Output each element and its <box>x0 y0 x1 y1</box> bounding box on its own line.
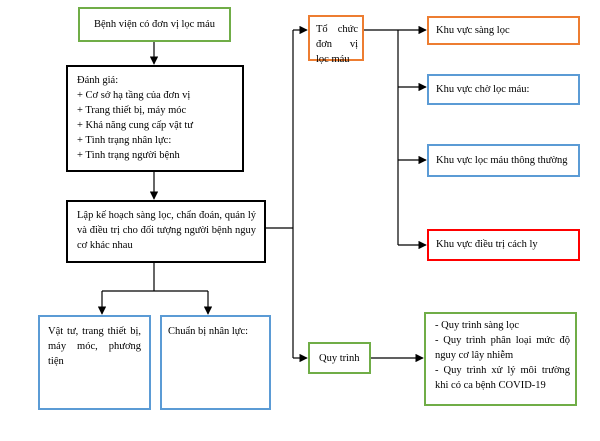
node-organization: Tổ chức đơn vị lọc máu <box>308 15 364 65</box>
node-planning-label: Lập kế hoạch sàng lọc, chẩn đoán, quản l… <box>77 210 256 251</box>
node-procedures-label: Quy trình <box>319 353 360 364</box>
node-hospital: Bệnh viện có đơn vị lọc máu <box>78 7 231 42</box>
node-staffing-label: Chuẩn bị nhân lực: <box>168 326 249 337</box>
zone-screening-label: Khu vực sàng lọc <box>436 25 510 36</box>
node-procedure-list: - Quy trình sàng lọc - Quy trình phân lo… <box>424 312 577 406</box>
assessment-item: + Tình trạng nhân lực: <box>77 135 172 146</box>
procedure-item: - Quy trình sàng lọc <box>435 320 519 331</box>
assessment-item: + Cơ sở hạ tầng của đơn vị <box>77 90 191 101</box>
node-planning: Lập kế hoạch sàng lọc, chẩn đoán, quản l… <box>66 200 266 263</box>
assessment-item: + Trang thiết bị, máy móc <box>77 105 187 116</box>
node-organization-label: Tổ chức đơn vị lọc máu <box>316 24 358 65</box>
node-supplies-label: Vật tư, trang thiết bị, máy móc, phương … <box>48 326 141 367</box>
node-procedures: Quy trình <box>308 342 371 374</box>
procedure-item: - Quy trình xử lý môi trường khi có ca b… <box>435 365 570 391</box>
node-staffing: Chuẩn bị nhân lực: <box>160 315 271 410</box>
node-assessment: Đánh giá: + Cơ sở hạ tầng của đơn vị + T… <box>66 65 244 172</box>
node-zone-waiting: Khu vực chờ lọc máu: <box>427 74 580 105</box>
assessment-item: + Tình trạng người bệnh <box>77 150 180 161</box>
assessment-item: + Khả năng cung cấp vật tư <box>77 120 193 131</box>
zone-isolation-label: Khu vực điều trị cách ly <box>436 239 538 250</box>
zone-normal-label: Khu vực lọc máu thông thường <box>436 155 568 166</box>
node-zone-normal: Khu vực lọc máu thông thường <box>427 144 580 177</box>
node-zone-screening: Khu vực sàng lọc <box>427 16 580 45</box>
node-hospital-label: Bệnh viện có đơn vị lọc máu <box>93 19 216 30</box>
assessment-title: Đánh giá: <box>77 75 119 86</box>
procedure-item: - Quy trình phân loại mức độ nguy cơ lây… <box>435 335 570 361</box>
node-supplies: Vật tư, trang thiết bị, máy móc, phương … <box>38 315 151 410</box>
zone-waiting-label: Khu vực chờ lọc máu: <box>436 84 530 95</box>
node-zone-isolation: Khu vực điều trị cách ly <box>427 229 580 261</box>
